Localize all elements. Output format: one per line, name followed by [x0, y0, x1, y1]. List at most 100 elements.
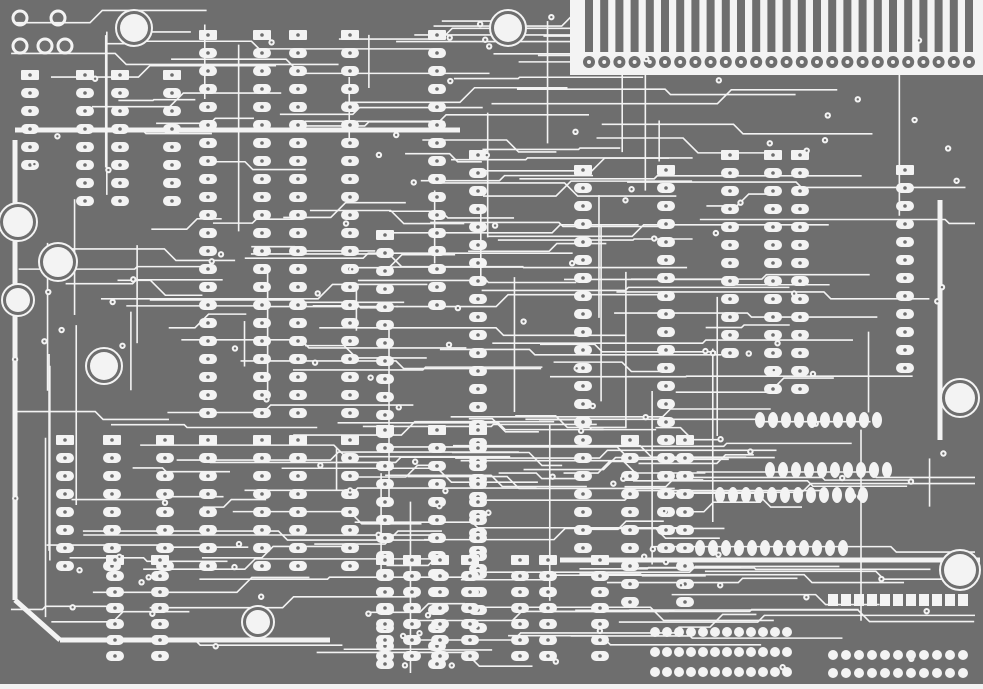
drill-hole	[410, 622, 414, 626]
header-pin	[867, 668, 877, 678]
via-hole	[319, 464, 322, 467]
drill-hole	[348, 474, 352, 478]
drill-hole	[435, 159, 439, 163]
connector-hole	[587, 60, 591, 64]
drill-hole	[206, 564, 210, 568]
via-hole	[841, 476, 844, 480]
drill-hole	[348, 564, 352, 568]
drill-hole	[518, 638, 522, 642]
via-hole	[955, 179, 958, 182]
drill-hole	[476, 482, 480, 486]
drill-hole	[435, 123, 439, 127]
drill-hole	[476, 405, 480, 409]
trace	[525, 442, 852, 448]
drill-hole	[581, 240, 585, 244]
header-pin	[782, 627, 792, 637]
via-hole	[644, 415, 647, 419]
via-hole	[651, 547, 655, 551]
sip-pad	[846, 412, 856, 428]
drill-hole	[903, 168, 907, 172]
drill-hole	[158, 558, 162, 562]
header-pin	[698, 647, 708, 657]
drill-hole	[260, 33, 264, 37]
drill-hole	[435, 464, 439, 468]
drill-hole	[798, 369, 802, 373]
drill-hole	[383, 446, 387, 450]
drill-hole	[63, 564, 67, 568]
drill-hole	[170, 145, 174, 149]
drill-hole	[581, 528, 585, 532]
via-hole	[426, 614, 430, 617]
via-hole	[43, 340, 46, 343]
drill-hole	[158, 622, 162, 626]
sip-pad	[708, 540, 718, 556]
drill-hole	[170, 199, 174, 203]
drill-hole	[628, 474, 632, 478]
via-hole	[450, 664, 453, 667]
drill-hole	[546, 574, 550, 578]
via-hole	[487, 511, 490, 514]
drill-hole	[771, 279, 775, 283]
drill-hole	[260, 303, 264, 307]
trace	[616, 291, 930, 300]
drill-hole	[206, 303, 210, 307]
header-pin	[758, 627, 768, 637]
trace	[343, 648, 493, 651]
drill-hole	[206, 510, 210, 514]
drill-hole	[476, 315, 480, 319]
drill-hole	[438, 654, 442, 658]
drill-hole	[206, 339, 210, 343]
trace	[481, 286, 790, 292]
drill-hole	[628, 600, 632, 604]
drill-hole	[296, 303, 300, 307]
drill-hole	[83, 199, 87, 203]
via-hole	[940, 285, 944, 289]
trace	[655, 426, 723, 441]
header-pin	[722, 667, 732, 677]
drill-hole	[206, 51, 210, 55]
drill-hole	[546, 638, 550, 642]
drill-hole	[581, 510, 585, 514]
trace	[244, 252, 573, 260]
drill-hole	[170, 73, 174, 77]
via-hole	[56, 135, 59, 138]
via-hole	[662, 509, 666, 513]
sip-pad	[882, 462, 892, 478]
drill-hole	[476, 387, 480, 391]
drill-hole	[296, 87, 300, 91]
drill-hole	[296, 510, 300, 514]
trace	[281, 467, 538, 484]
mounting-hole	[43, 247, 73, 277]
drill-hole	[383, 662, 387, 666]
via-hole	[147, 576, 150, 579]
sip-pad	[807, 412, 817, 428]
sip-pad	[755, 412, 765, 428]
sip-pad	[741, 487, 751, 503]
drill-hole	[206, 285, 210, 289]
drill-hole	[664, 204, 668, 208]
header-pin	[770, 647, 780, 657]
header-pin	[854, 594, 864, 606]
header-pin	[958, 668, 968, 678]
trace	[638, 567, 931, 571]
connector-hole	[891, 60, 895, 64]
drill-hole	[438, 558, 442, 562]
trace	[439, 182, 677, 197]
header-pin	[770, 627, 780, 637]
header-pin	[782, 647, 792, 657]
connector-finger	[919, 0, 928, 52]
trace	[200, 160, 306, 171]
trace	[65, 248, 236, 262]
trace	[665, 492, 802, 508]
connector-hole	[708, 60, 713, 64]
drill-hole	[435, 141, 439, 145]
drill-hole	[664, 168, 668, 172]
drill-hole	[435, 33, 439, 37]
drill-hole	[581, 294, 585, 298]
sip-pad	[812, 540, 822, 556]
drill-hole	[110, 564, 114, 568]
drill-hole	[438, 574, 442, 578]
drill-hole	[683, 510, 687, 514]
drill-hole	[518, 622, 522, 626]
trace	[492, 339, 853, 344]
